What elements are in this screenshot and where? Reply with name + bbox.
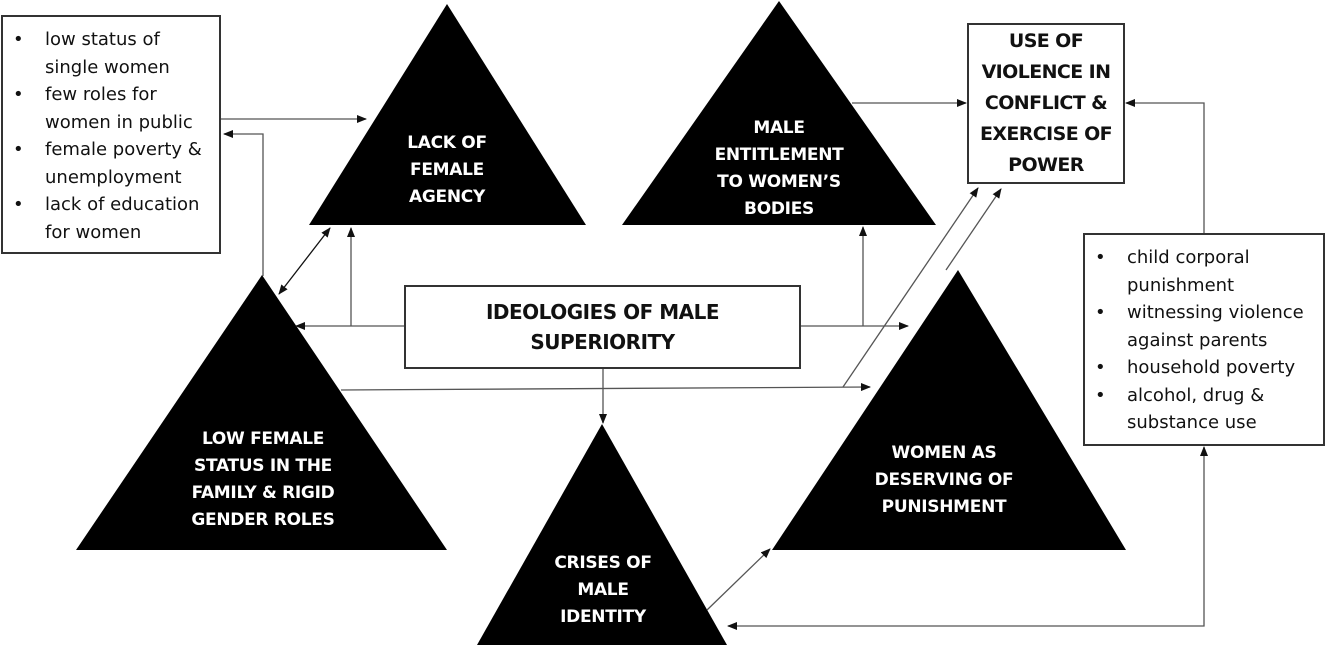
female-context-factors-list: low status of single women few roles for… bbox=[13, 26, 211, 246]
list-item: alcohol, drug & substance use bbox=[1095, 382, 1317, 437]
use-of-violence-label: USE OF VIOLENCE IN CONFLICT & EXERCISE O… bbox=[979, 30, 1113, 176]
edge-riskfactors-crises bbox=[727, 446, 1208, 630]
edge-status-to-violence bbox=[842, 187, 979, 388]
triangle-crises-of-male-identity bbox=[477, 424, 727, 645]
edge-riskfactors-to-violence bbox=[1125, 99, 1205, 233]
list-item: female poverty & unemployment bbox=[13, 136, 211, 191]
triangle-label-low-female-status: LOW FEMALE STATUS IN THE FAMILY & RIGID … bbox=[191, 429, 335, 530]
female-context-factors-box: low status of single women few roles for… bbox=[1, 15, 221, 254]
edge-status-agency-bidirectional bbox=[278, 227, 331, 295]
edge-punishment-to-violence bbox=[945, 188, 1002, 271]
use-of-violence-box: USE OF VIOLENCE IN CONFLICT & EXERCISE O… bbox=[967, 23, 1125, 184]
list-item: lack of education for women bbox=[13, 191, 211, 246]
ideologies-box: IDEOLOGIES OF MALE SUPERIORITY bbox=[404, 285, 801, 369]
triangle-lack-of-female-agency bbox=[309, 4, 586, 225]
triangle-low-female-status bbox=[76, 275, 447, 550]
list-item: low status of single women bbox=[13, 26, 211, 81]
list-item: few roles for women in public bbox=[13, 81, 211, 136]
triangle-label-lack-of-female-agency: LACK OF FEMALE AGENCY bbox=[407, 133, 487, 207]
triangle-label-male-entitlement: MALE ENTITLEMENT TO WOMEN’S BODIES bbox=[714, 118, 844, 219]
triangle-male-entitlement bbox=[622, 1, 936, 225]
edge-status-to-context bbox=[223, 130, 264, 276]
list-item: witnessing violence against parents bbox=[1095, 299, 1317, 354]
triangle-label-women-deserving-punishment: WOMEN AS DESERVING OF PUNISHMENT bbox=[874, 443, 1014, 517]
list-item: household poverty bbox=[1095, 354, 1317, 382]
edge-status-to-punishment bbox=[340, 383, 871, 392]
ideologies-label: IDEOLOGIES OF MALE SUPERIORITY bbox=[485, 300, 720, 354]
triangle-label-crises-of-male-identity: CRISES OF MALE IDENTITY bbox=[554, 553, 652, 627]
individual-risk-factors-box: child corporal punishment witnessing vio… bbox=[1083, 233, 1325, 446]
list-item: child corporal punishment bbox=[1095, 244, 1317, 299]
individual-risk-factors-list: child corporal punishment witnessing vio… bbox=[1095, 244, 1317, 437]
edge-crises-to-punishment bbox=[706, 548, 771, 611]
